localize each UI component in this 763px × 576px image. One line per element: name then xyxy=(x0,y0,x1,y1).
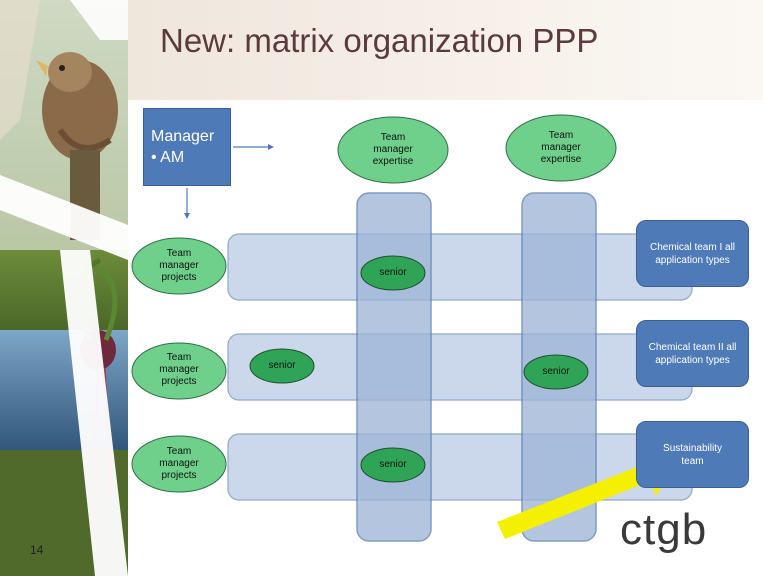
senior-ellipse-2 xyxy=(249,348,315,384)
expertise-manager-label-2: Team manager expertise xyxy=(540,130,582,165)
project-manager-label-3: Team manager projects xyxy=(159,446,199,481)
slide-title: New: matrix organization PPP xyxy=(160,22,599,59)
team-box-chemical-1: Chemical team I all application types xyxy=(636,220,749,287)
senior-ellipse-4 xyxy=(360,447,426,483)
senior-ellipse-3 xyxy=(523,354,589,390)
expertise-column-1 xyxy=(356,192,432,542)
project-manager-label-1: Team manager projects xyxy=(159,248,199,283)
expertise-manager-ellipse-2 xyxy=(505,114,617,182)
senior-label-1: senior xyxy=(379,267,407,278)
photo-strip xyxy=(0,0,128,576)
arrow-down-icon xyxy=(184,188,190,219)
title-band xyxy=(128,0,763,100)
project-manager-label-2: Team manager projects xyxy=(159,352,199,387)
manager-bullet: • AM xyxy=(151,149,185,166)
team-box-sustainability: Sustainability team xyxy=(636,421,749,488)
yellow-arrow-icon xyxy=(497,450,676,539)
senior-ellipse-1 xyxy=(360,255,426,291)
arrow-right-icon xyxy=(233,144,274,150)
manager-bullet-text: AM xyxy=(160,149,185,166)
expertise-manager-ellipse-1 xyxy=(337,116,449,184)
team-label-sustainability: Sustainability team xyxy=(663,442,722,467)
senior-label-2: senior xyxy=(268,360,296,371)
expertise-manager-label-1: Team manager expertise xyxy=(372,132,414,167)
team-label-chemical-2: Chemical team II all application types xyxy=(648,341,737,366)
manager-title: Manager xyxy=(151,128,215,145)
manager-box: Manager • AM xyxy=(143,108,231,186)
ctgb-logo: ctgb xyxy=(620,505,708,554)
project-manager-ellipse-2 xyxy=(131,342,227,400)
decorative-photo-collage xyxy=(0,0,128,576)
senior-label-4: senior xyxy=(379,459,407,470)
senior-label-3: senior xyxy=(542,366,570,377)
project-manager-ellipse-1 xyxy=(131,237,227,295)
project-band-1 xyxy=(227,233,693,301)
team-box-chemical-2: Chemical team II all application types xyxy=(636,320,749,387)
team-label-chemical-1: Chemical team I all application types xyxy=(649,241,736,266)
page-number: 14 xyxy=(30,543,44,557)
project-manager-ellipse-3 xyxy=(131,435,227,493)
